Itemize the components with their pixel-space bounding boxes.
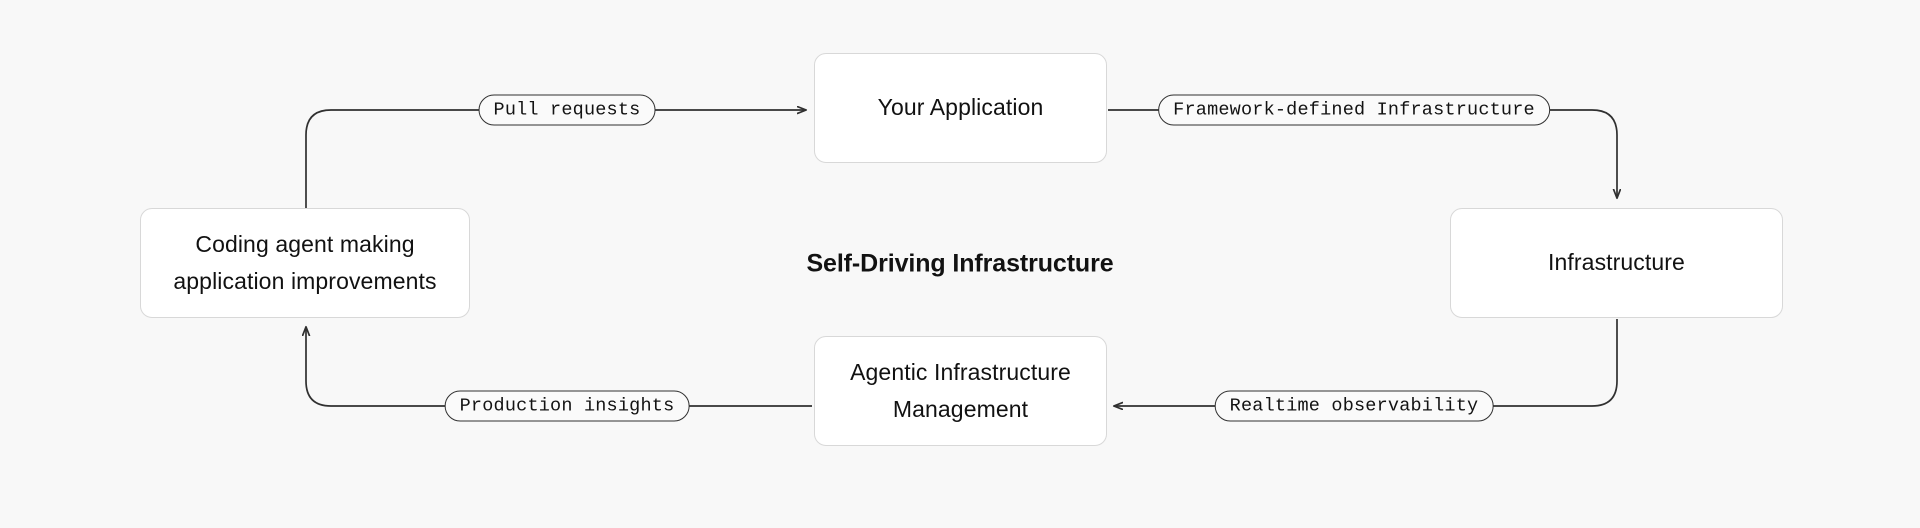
- diagram-title: Self-Driving Infrastructure: [806, 250, 1113, 279]
- edge-label-realtime-observability-text: Realtime observability: [1229, 395, 1479, 417]
- edge-label-framework-defined-infrastructure[interactable]: Framework-defined Infrastructure: [1158, 94, 1550, 126]
- edge-label-framework-defined-infrastructure-text: Framework-defined Infrastructure: [1173, 99, 1535, 121]
- node-coding-agent[interactable]: Coding agent making application improvem…: [140, 208, 470, 318]
- node-infrastructure[interactable]: Infrastructure: [1450, 208, 1783, 318]
- edge-label-production-insights-text: Production insights: [459, 395, 675, 417]
- node-your-application-label: Your Application: [877, 94, 1044, 121]
- node-infrastructure-label: Infrastructure: [1548, 249, 1685, 276]
- edge-label-pull-requests-text: Pull requests: [493, 99, 641, 121]
- edge-label-production-insights[interactable]: Production insights: [444, 390, 690, 422]
- node-coding-agent-label: Coding agent making application improvem…: [173, 230, 437, 294]
- node-your-application[interactable]: Your Application: [814, 53, 1107, 163]
- edge-label-realtime-observability[interactable]: Realtime observability: [1214, 390, 1494, 422]
- node-agentic-infrastructure-management-label: Agentic Infrastructure Management: [850, 358, 1071, 422]
- node-agentic-infrastructure-management[interactable]: Agentic Infrastructure Management: [814, 336, 1107, 446]
- diagram-title-text: Self-Driving Infrastructure: [806, 249, 1114, 278]
- edge-label-pull-requests[interactable]: Pull requests: [478, 94, 656, 126]
